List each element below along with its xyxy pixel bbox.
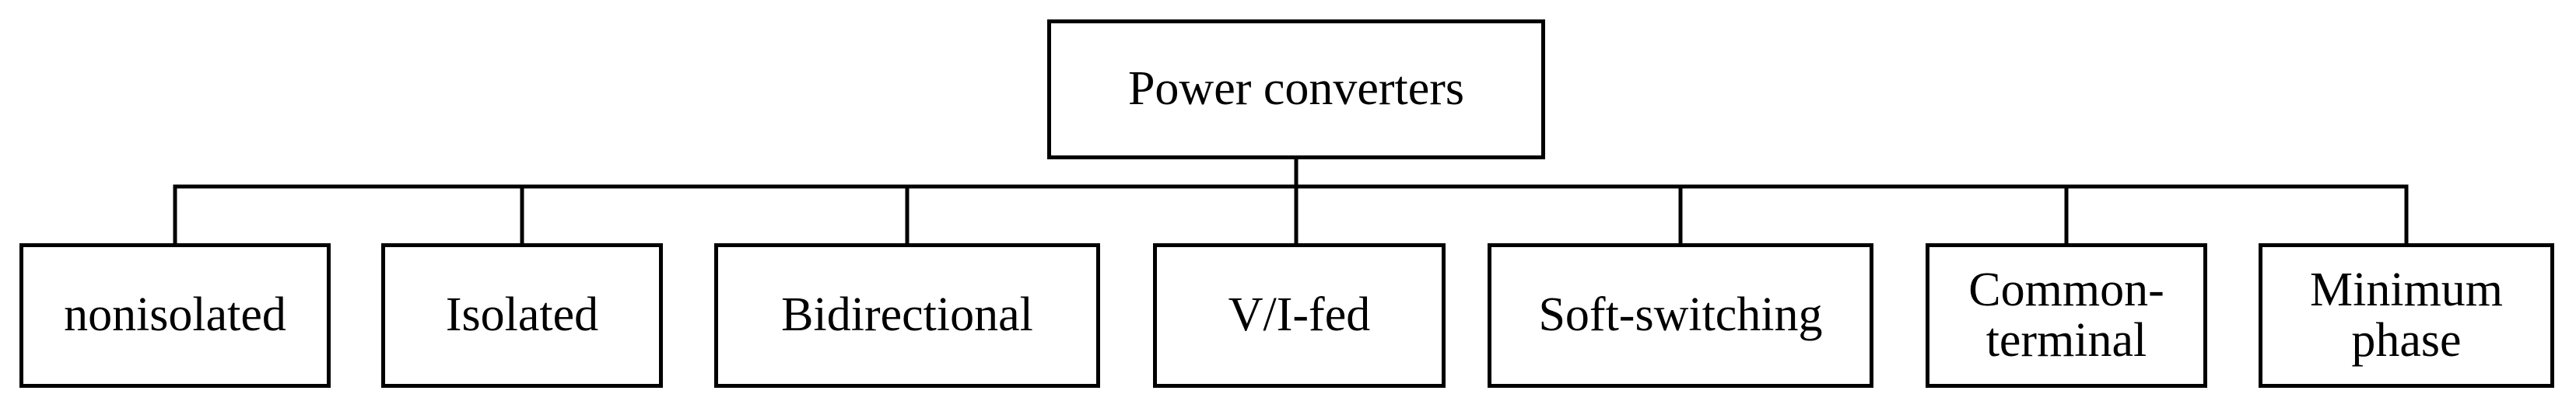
bidirectional-label: Bidirectional	[781, 288, 1033, 342]
isolated-node: Isolated	[381, 243, 663, 388]
bidirectional-node: Bidirectional	[714, 243, 1100, 388]
minimum-phase-label: Minimum phase	[2309, 263, 2504, 367]
isolated-label: Isolated	[445, 288, 599, 342]
common-terminal-node: Common- terminal	[1926, 243, 2207, 388]
power-converters-node: Power converters	[1047, 19, 1545, 159]
common-terminal-label: Common- terminal	[1968, 263, 2164, 367]
nonisolated-label: nonisolated	[64, 288, 286, 342]
power-converters-label: Power converters	[1127, 62, 1465, 116]
soft-switching-label: Soft-switching	[1538, 288, 1823, 342]
soft-switching-node: Soft-switching	[1488, 243, 1873, 388]
nonisolated-node: nonisolated	[19, 243, 331, 388]
vi-fed-node: V/I-fed	[1153, 243, 1446, 388]
vi-fed-label: V/I-fed	[1228, 288, 1371, 342]
minimum-phase-node: Minimum phase	[2259, 243, 2554, 388]
